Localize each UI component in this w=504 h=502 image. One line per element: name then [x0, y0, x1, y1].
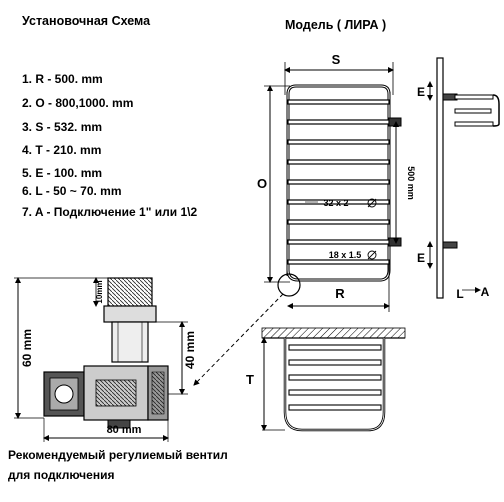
label-40mm: 40 mm	[183, 331, 197, 369]
spec-item-a: 7. A - Подключение 1" или 1\2	[22, 205, 198, 219]
detail-leader	[193, 293, 284, 386]
radiator-side-view: E E L A	[417, 57, 500, 301]
label-e-top: E	[417, 85, 425, 99]
valve-note-line2: для подключения	[8, 468, 115, 482]
spec-item-s: 3. S - 532. mm	[22, 120, 103, 134]
label-60mm: 60 mm	[20, 329, 34, 367]
label-r: R	[335, 286, 345, 301]
label-o: O	[257, 176, 267, 191]
label-80mm: 80 mm	[107, 424, 142, 436]
label-pipe-main: 32 x 2	[323, 198, 348, 208]
valve-drawing: 10mm 60 mm 40 mm 80 mm	[14, 277, 197, 442]
label-l: L	[456, 287, 463, 301]
label-pipe-rung: 18 x 1.5	[329, 250, 362, 260]
valve-note-line1: Рекомендуемый регулиемый вентил	[8, 448, 228, 462]
label-e-bottom: E	[417, 251, 425, 265]
model-title: Модель ( ЛИРА )	[285, 18, 387, 32]
installation-scheme-title: Установочная Схема	[22, 14, 151, 28]
label-a: A	[481, 285, 490, 299]
radiator-top-view: T	[246, 327, 406, 432]
detail-circle	[277, 273, 301, 297]
label-s: S	[332, 52, 341, 67]
spec-item-l: 6. L - 50 ~ 70. mm	[22, 184, 122, 198]
spec-item-r: 1. R - 500. mm	[22, 72, 103, 86]
spec-item-t: 4. T - 210. mm	[22, 143, 102, 157]
radiator-front-view: S O	[193, 52, 416, 386]
bottom-connection	[388, 237, 402, 247]
label-500mm: 500 mm	[406, 166, 416, 200]
label-t: T	[246, 372, 254, 387]
wall-hatch	[261, 327, 406, 339]
wall	[436, 57, 444, 299]
top-connection	[388, 117, 402, 127]
label-10mm: 10mm	[95, 280, 104, 303]
spec-item-o: 2. O - 800,1000. mm	[22, 96, 134, 110]
spec-item-e: 5. E - 100. mm	[22, 166, 103, 180]
